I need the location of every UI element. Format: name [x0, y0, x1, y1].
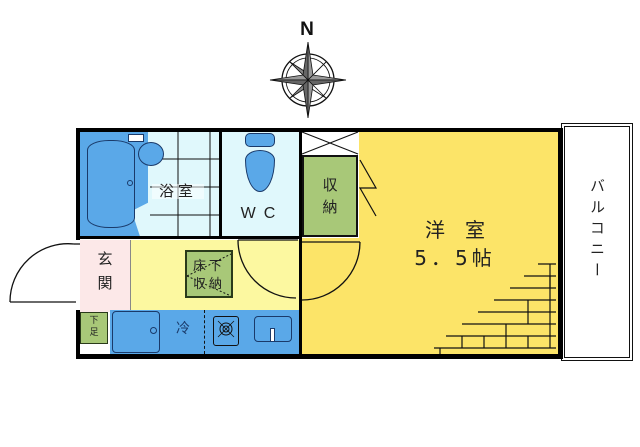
underfloor-storage-label-1: 床下	[192, 259, 225, 274]
compass-north-label: N	[300, 19, 314, 40]
underfloor-storage	[185, 250, 233, 298]
fridge-divider	[204, 310, 205, 354]
underfloor-storage-label-2: 収納	[192, 277, 225, 292]
pipe-shaft	[301, 131, 359, 155]
wash-basin	[138, 142, 164, 166]
stove	[213, 316, 239, 346]
shoe-box	[80, 312, 108, 344]
entrance	[80, 240, 130, 312]
wall-right	[558, 128, 563, 359]
closet-folding-door	[358, 159, 378, 217]
entrance-label-1: 玄	[97, 250, 113, 268]
washing-machine-drain-icon	[150, 327, 157, 334]
balcony	[561, 123, 633, 361]
western-room-size: 5．5帖	[414, 246, 496, 270]
bathroom-label: 浴室	[152, 184, 204, 199]
closet-label-1: 収	[322, 176, 338, 194]
closet	[302, 155, 358, 237]
stove-burner-icon	[217, 320, 235, 338]
fridge-label: 冷	[176, 321, 190, 337]
faucet-icon	[128, 134, 144, 142]
kitchen-counter	[110, 310, 300, 354]
balcony-label: バルコニー	[588, 178, 606, 283]
wall-wc-closet	[299, 128, 302, 238]
wall-left-lower	[76, 310, 80, 358]
wall-bath-bottom	[76, 236, 302, 239]
toilet-tank	[245, 133, 275, 147]
bathtub-drain-icon	[127, 180, 133, 186]
shoe-box-label-1: 下	[89, 316, 99, 326]
wall-bath-wc	[219, 128, 222, 238]
room-door[interactable]	[236, 238, 306, 300]
western-room-lower	[302, 238, 360, 356]
western-room-door[interactable]	[300, 240, 364, 304]
wall-top	[76, 128, 560, 132]
wall-entrance-corridor	[130, 240, 131, 310]
stairs	[434, 263, 556, 356]
wc-label: WC	[240, 205, 284, 222]
western-room-label: 洋 室	[425, 218, 485, 242]
compass: N	[268, 18, 348, 119]
wall-left-upper	[76, 128, 80, 240]
western-room	[359, 132, 559, 356]
kitchen-faucet-icon	[270, 328, 275, 342]
entrance-label-2: 関	[97, 274, 113, 292]
underfloor-storage-diagonal	[186, 253, 232, 297]
closet-label-2: 納	[322, 198, 338, 216]
shoe-box-label-2: 足	[89, 328, 99, 338]
compass-rose-icon	[269, 41, 347, 119]
washing-machine	[112, 311, 160, 353]
entrance-door[interactable]	[8, 240, 80, 310]
wall-bottom	[76, 354, 560, 359]
wall-corridor-room	[299, 238, 302, 358]
